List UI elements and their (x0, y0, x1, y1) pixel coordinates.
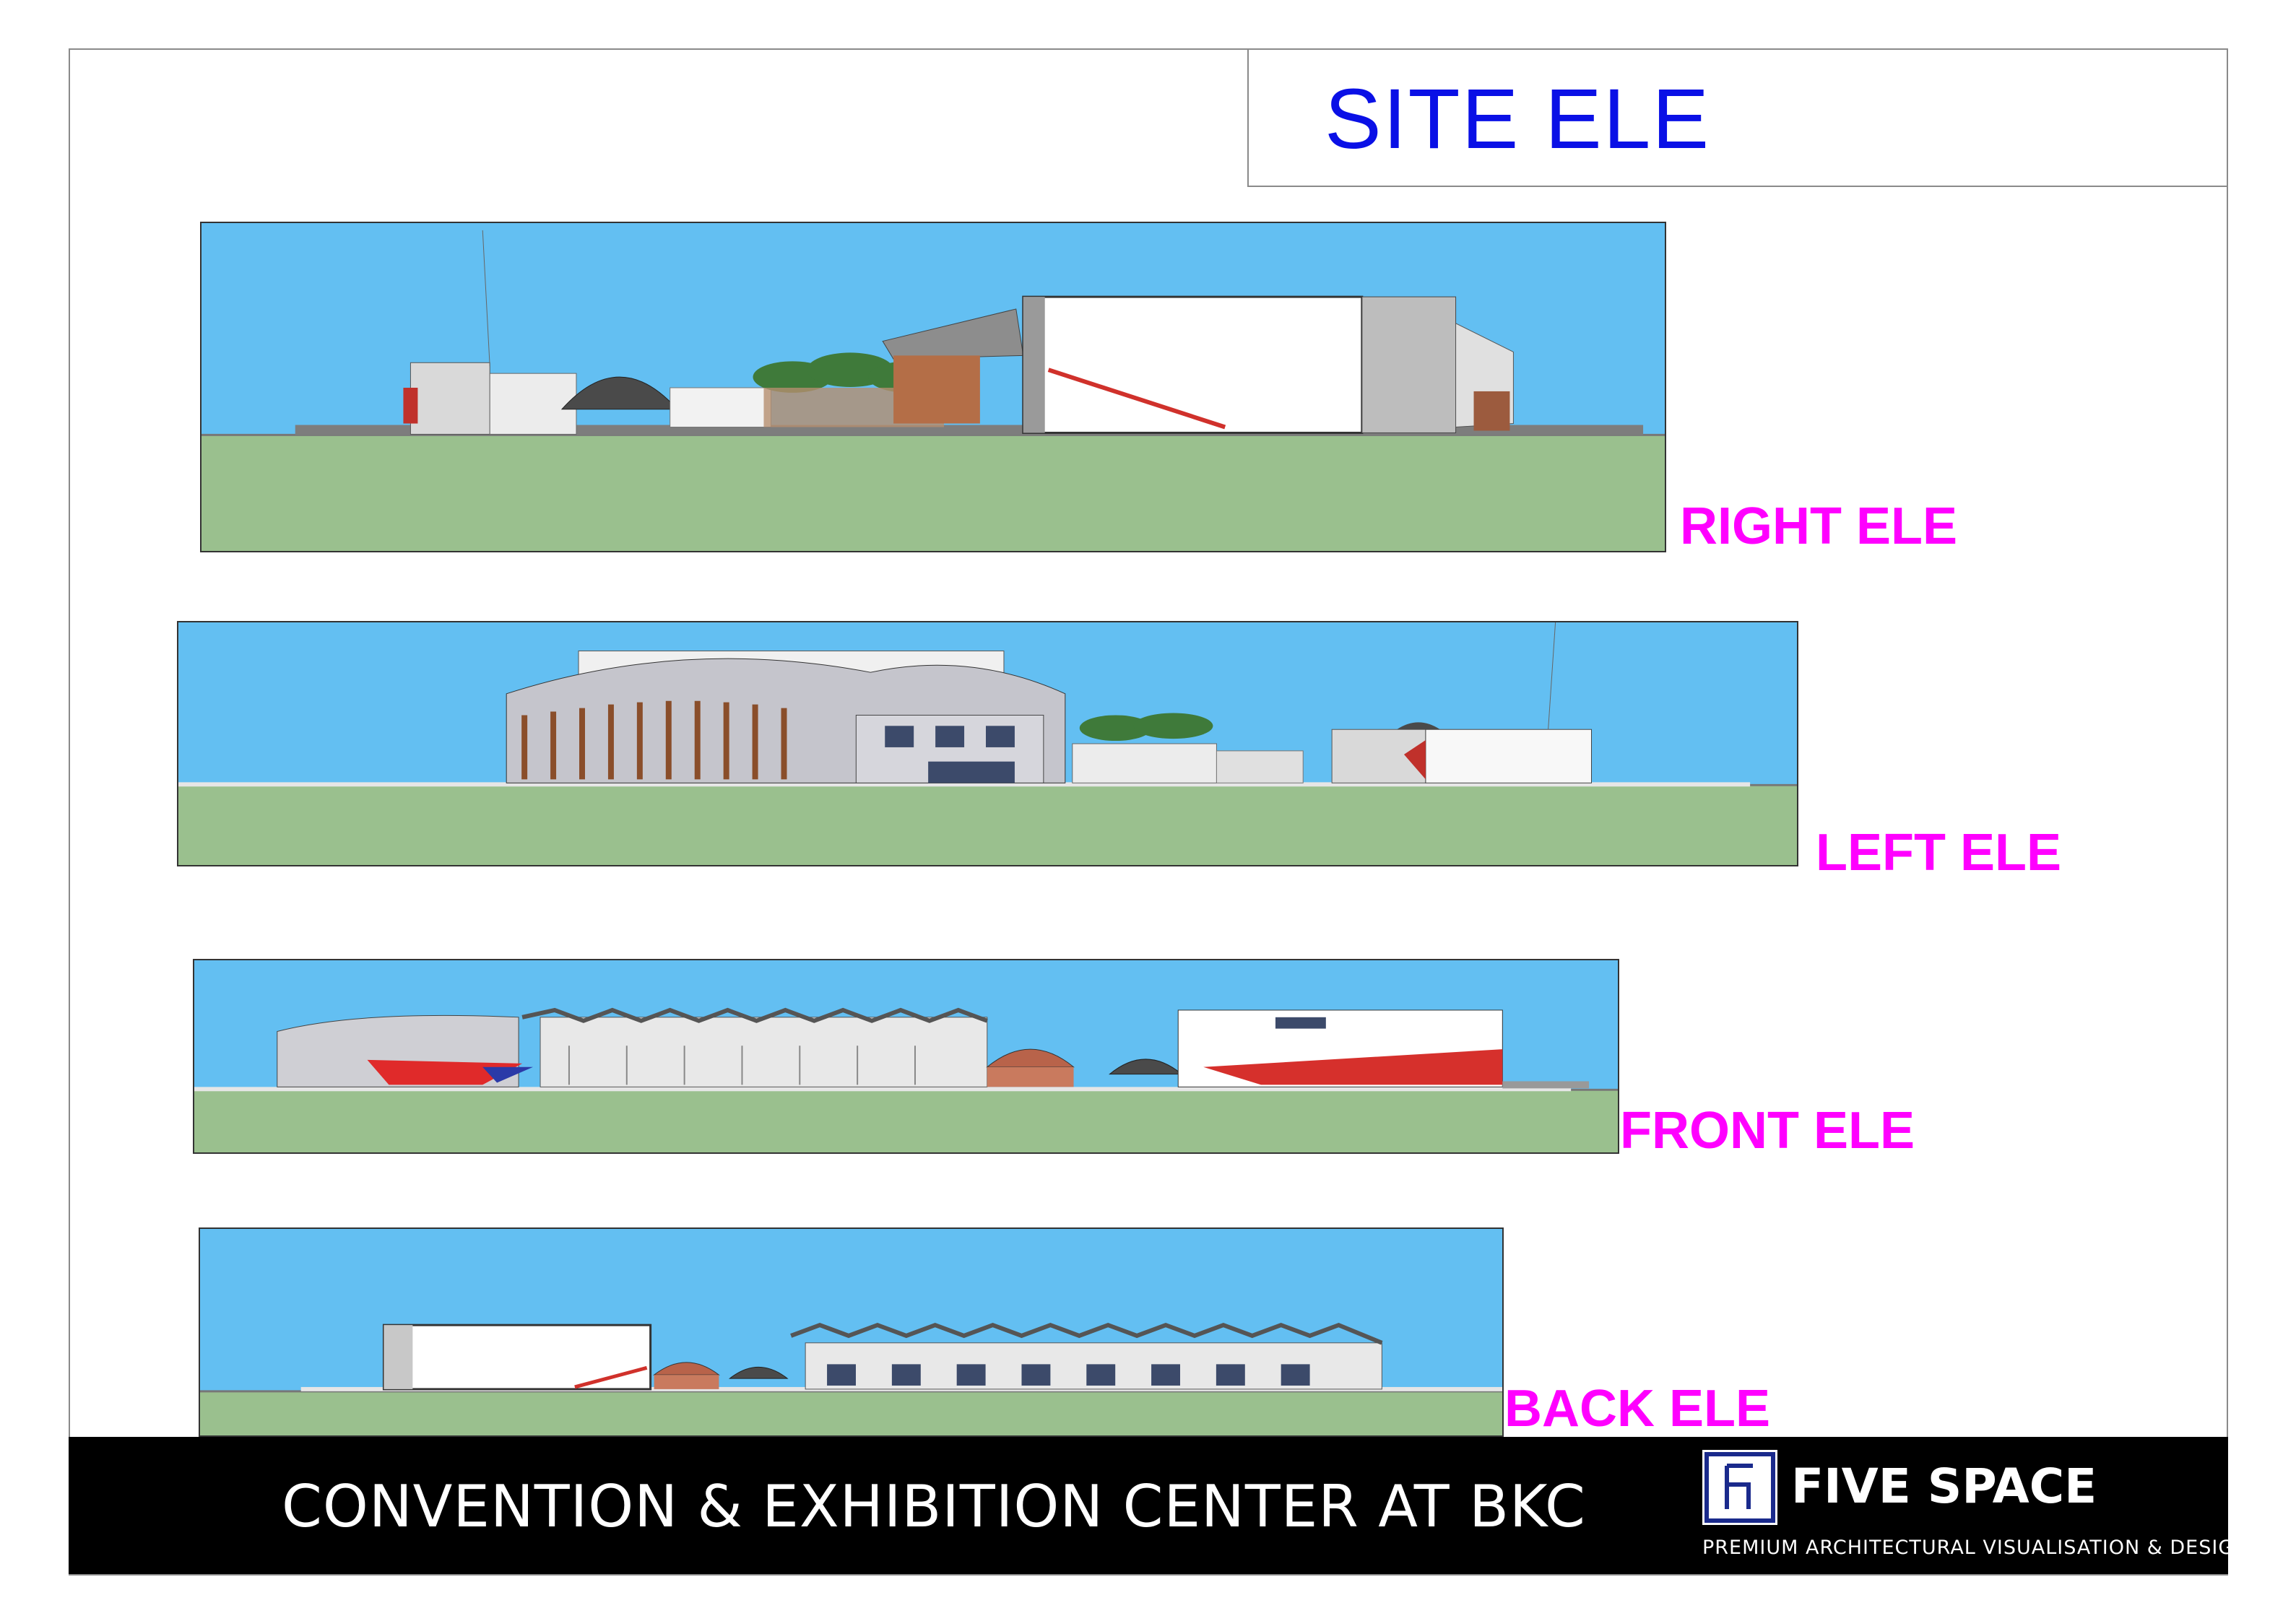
front-elevation-drawing (193, 959, 1619, 1154)
front-elevation-label: FRONT ELE (1620, 1102, 1915, 1160)
brand-name: FIVE SPACE (1791, 1459, 2097, 1514)
sheet-title: SITE ELE (1325, 71, 1711, 167)
five-space-logo-icon (1702, 1450, 1777, 1525)
left-elevation-label: LEFT ELE (1816, 824, 2061, 882)
brand-tagline: PREMIUM ARCHITECTURAL VISUALISATION & DE… (1702, 1537, 2250, 1559)
left-elevation-drawing (177, 621, 1798, 866)
title-block: SITE ELE (1247, 48, 2228, 187)
back-elevation-drawing (199, 1227, 1504, 1437)
right-elevation-label: RIGHT ELE (1680, 497, 1958, 555)
footer-bar: CONVENTION & EXHIBITION CENTER AT BKC FI… (69, 1437, 2248, 1574)
right-elevation-drawing (200, 222, 1666, 552)
back-elevation-label: BACK ELE (1504, 1380, 1771, 1438)
project-title: CONVENTION & EXHIBITION CENTER AT BKC (282, 1473, 1586, 1540)
